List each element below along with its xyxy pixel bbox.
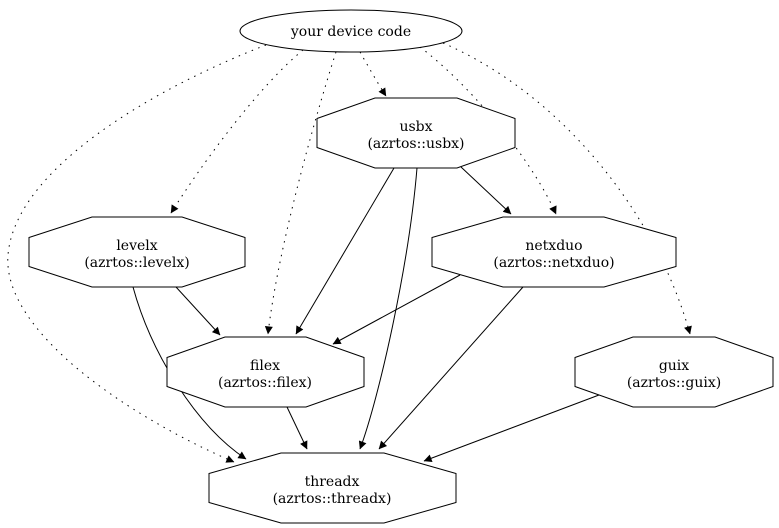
node-netxduo: netxduo (azrtos::netxduo) [431,216,677,288]
edge-netxduo-to-threadx [378,286,524,450]
netxduo-label: netxduo [525,238,582,254]
filex-octagon [166,336,365,408]
node-threadx: threadx (azrtos::threadx) [208,452,457,524]
edge-levelx-to-filex [175,286,221,336]
edge-filex-to-threadx [286,406,308,450]
edge-device-code-to-levelx [170,49,304,214]
edge-usbx-to-netxduo [460,166,512,215]
guix-label: guix [659,358,689,374]
threadx-sublabel: (azrtos::threadx) [273,491,392,507]
usbx-label: usbx [399,119,432,135]
edge-usbx-to-filex [295,167,395,335]
usbx-octagon [316,97,516,169]
usbx-sublabel: (azrtos::usbx) [367,136,464,152]
filex-sublabel: (azrtos::filex) [218,375,312,391]
node-levelx: levelx (azrtos::levelx) [28,216,246,288]
edge-device-code-to-usbx [359,51,387,97]
device-code-ellipse [239,9,463,53]
node-filex: filex (azrtos::filex) [166,336,365,408]
guix-octagon [574,336,774,408]
threadx-label: threadx [305,474,360,490]
threadx-octagon [208,452,457,524]
node-guix: guix (azrtos::guix) [574,336,774,408]
levelx-octagon [28,216,246,288]
netxduo-sublabel: (azrtos::netxduo) [493,255,614,271]
edge-device-code-to-threadx [7,44,267,463]
device-code-label: your device code [290,24,411,40]
netxduo-octagon [431,216,677,288]
edge-netxduo-to-filex [332,274,461,345]
node-usbx: usbx (azrtos::usbx) [316,97,516,169]
filex-label: filex [250,358,280,374]
guix-sublabel: (azrtos::guix) [627,375,721,391]
edge-guix-to-threadx [423,394,600,463]
edge-usbx-to-threadx [358,167,418,450]
node-device-code: your device code [239,9,463,53]
levelx-sublabel: (azrtos::levelx) [84,255,189,271]
levelx-label: levelx [116,238,157,254]
edge-device-code-to-filex [264,51,337,335]
edge-device-code-to-guix [442,42,692,335]
